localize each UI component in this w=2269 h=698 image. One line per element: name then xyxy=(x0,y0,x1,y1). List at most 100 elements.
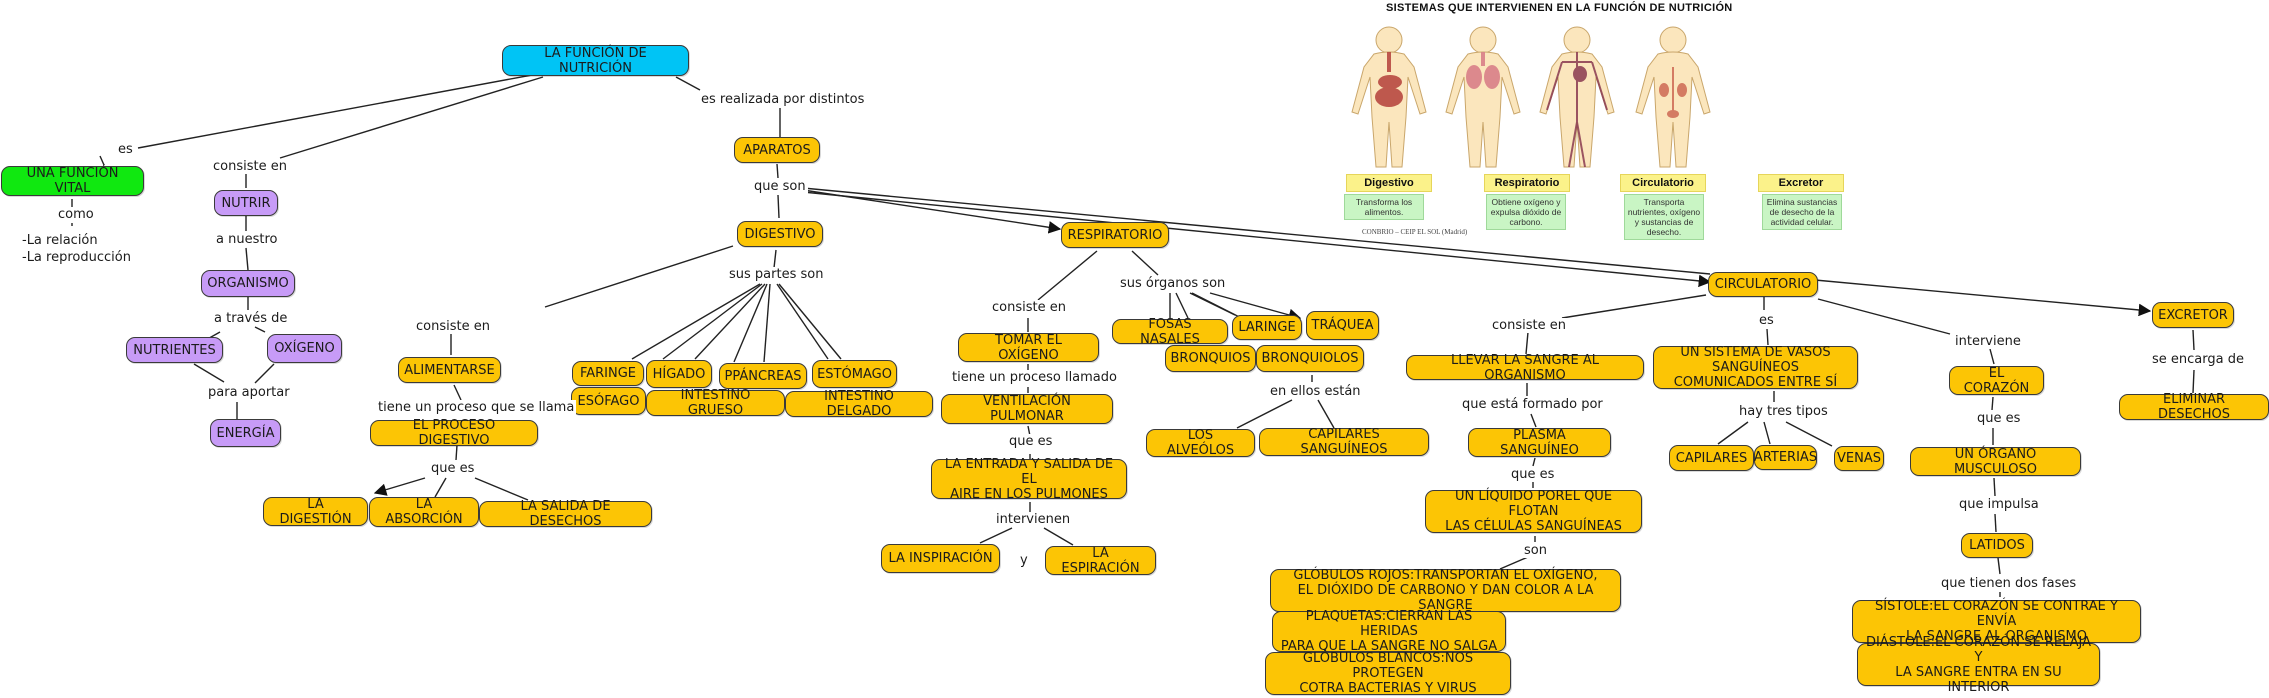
concept-entrada-salida-aire[interactable]: LA ENTRADA Y SALIDA DE EL AIRE EN LOS PU… xyxy=(931,457,1127,502)
concept-digestivo[interactable]: DIGESTIVO xyxy=(737,221,823,247)
concept-intestino-grueso[interactable]: INTESTINO GRUESO xyxy=(646,388,785,418)
concept-sistole[interactable]: SÍSTOLE:EL CORAZÓN SE CONTRAE Y ENVÍA LA… xyxy=(1852,599,2141,644)
connector xyxy=(1817,298,1951,335)
concept-nutrir[interactable]: NUTRIR xyxy=(214,190,278,216)
concept-oxigeno[interactable]: OXÍGENO xyxy=(267,334,342,363)
concept-sistema-vasos[interactable]: UN SISTEMA DE VASOS SANGUÍNEOS COMUNICAD… xyxy=(1653,345,1858,390)
concept-globulos-blancos[interactable]: GLÓBULOS BLANCOS:NOS PROTEGEN COTRA BACT… xyxy=(1265,651,1511,696)
concept-alimentarse[interactable]: ALIMENTARSE xyxy=(398,357,501,383)
concept-capilares[interactable]: CAPILARES xyxy=(1669,445,1754,471)
link-label: consiste en xyxy=(990,300,1068,315)
link-label: para aportar xyxy=(206,385,292,400)
concept-proceso-digestivo[interactable]: EL PROCESO DIGESTIVO xyxy=(370,418,538,448)
concept-plasma[interactable]: PLASMA SANGUÍNEO xyxy=(1468,428,1611,458)
concept-root[interactable]: LA FUNCIÓN DE NUTRICIÓN xyxy=(502,45,689,76)
concept-diastole[interactable]: DIÁSTOLE:EL CORAZÓN SE RELAJA Y LA SANGR… xyxy=(1857,635,2100,695)
concept-tomar-oxigeno[interactable]: TOMAR EL OXÍGENO xyxy=(958,333,1099,363)
system-name-respiratorio: Respiratorio xyxy=(1484,174,1570,192)
connector xyxy=(1994,513,1997,533)
concept-ventilacion-pulmonar[interactable]: VENTILACIÓN PULMONAR xyxy=(941,394,1113,424)
link-label: como xyxy=(56,207,96,222)
concept-aparatos[interactable]: APARATOS xyxy=(734,137,820,163)
lungs xyxy=(1466,52,1500,89)
concept-bronquiolos[interactable]: BRONQUIOLOS xyxy=(1256,345,1364,372)
connector xyxy=(474,477,529,501)
connector xyxy=(434,477,447,498)
concept-arterias[interactable]: ARTERIAS xyxy=(1754,445,1817,470)
concept-salida-desechos[interactable]: LA SALIDA DE DESECHOS xyxy=(479,499,652,529)
digestive-body-figure xyxy=(1351,26,1427,168)
concept-inspiracion[interactable]: LA INSPIRACIÓN xyxy=(881,544,1000,573)
concept-estomago[interactable]: ESTÓMAGO xyxy=(812,360,897,388)
link-label: que es xyxy=(1007,434,1055,449)
concept-faringe[interactable]: FARINGE xyxy=(572,361,644,386)
link-label: es realizada por distintos xyxy=(699,92,867,107)
concept-corazon[interactable]: EL CORAZÓN xyxy=(1949,366,2044,396)
connector xyxy=(733,283,768,363)
connector xyxy=(1317,399,1335,429)
concept-laringe[interactable]: LARINGE xyxy=(1232,315,1302,340)
connector xyxy=(279,76,544,159)
concept-nutrientes[interactable]: NUTRIENTES xyxy=(126,337,223,363)
concept-esofago[interactable]: ESÓFAGO xyxy=(571,387,646,415)
concept-excretor[interactable]: EXCRETOR xyxy=(2152,302,2234,328)
link-label: consiste en xyxy=(1490,318,1568,333)
concept-eliminar-desechos[interactable]: ELIMINAR DESECHOS xyxy=(2119,392,2269,422)
concept-higado[interactable]: HÍGADO xyxy=(646,360,712,388)
concept-venas[interactable]: VENAS xyxy=(1834,446,1884,471)
link-label: tiene un proceso llamado xyxy=(950,370,1119,385)
respiratory-body-figure xyxy=(1445,26,1521,168)
link-label: hay tres tipos xyxy=(1737,404,1830,419)
concept-intestino-delgado[interactable]: INTESTINO DELGADO xyxy=(785,389,933,419)
concept-alveolos[interactable]: LOS ALVEÓLOS xyxy=(1146,428,1255,458)
connector xyxy=(1175,292,1189,319)
connector xyxy=(675,76,701,91)
concept-capilares-sanguineos[interactable]: CAPILARES SANGUÍNEOS xyxy=(1259,427,1429,457)
concept-una-funcion-vital[interactable]: UNA FUNCIÓN VITAL xyxy=(1,166,144,196)
concept-plaquetas[interactable]: PLAQUETAS:CIERRAN LAS HERIDAS PARA QUE L… xyxy=(1272,609,1506,654)
link-label: se encarga de xyxy=(2150,352,2246,367)
connector xyxy=(1236,399,1293,429)
link-label: es xyxy=(116,142,135,157)
connector xyxy=(1766,328,1769,346)
connector xyxy=(662,283,763,360)
concept-energia[interactable]: ENERGÍA xyxy=(210,419,281,447)
connector xyxy=(1814,279,2152,317)
connector xyxy=(1763,421,1771,445)
concept-bronquios[interactable]: BRONQUIOS xyxy=(1165,345,1256,372)
link-label: y xyxy=(1018,553,1030,568)
link-label: que impulsa xyxy=(1957,497,2041,512)
connector xyxy=(777,194,780,219)
connector xyxy=(137,74,533,149)
concept-circulatorio[interactable]: CIRCULATORIO xyxy=(1708,272,1818,297)
concept-pancreas[interactable]: PPÁNCREAS xyxy=(719,363,807,389)
link-label: son xyxy=(1522,543,1549,558)
concept-la-absorcion[interactable]: LA ABSORCIÓN xyxy=(369,497,479,527)
concept-globulos-rojos[interactable]: GLÓBULOS ROJOS:TRANSPORTAN EL OXÍGENO, E… xyxy=(1270,568,1621,613)
concept-traquea[interactable]: TRÁQUEA xyxy=(1306,311,1379,340)
connector xyxy=(245,247,249,271)
connector xyxy=(99,155,105,166)
system-name-digestivo: Digestivo xyxy=(1346,174,1432,192)
system-desc-excretor: Elimina sustancias de desecho de la acti… xyxy=(1762,194,1842,230)
link-label: es xyxy=(1757,313,1776,328)
concept-llevar-sangre[interactable]: LLEVAR LA SANGRE AL ORGANISMO xyxy=(1406,353,1644,383)
connector xyxy=(2192,369,2195,394)
concept-liquido[interactable]: UN LÍQUIDO POREL QUE FLOTAN LAS CÉLULAS … xyxy=(1425,489,1642,534)
concept-la-digestion[interactable]: LA DIGESTIÓN xyxy=(263,497,368,527)
concept-respiratorio[interactable]: RESPIRATORIO xyxy=(1061,222,1169,248)
link-label: que es xyxy=(1975,411,2023,426)
image-credit: CONBRIO – CEIP EL SOL (Madrid) xyxy=(1362,228,1468,236)
concept-fosas-nasales[interactable]: FOSAS NASALES xyxy=(1112,317,1228,347)
connector xyxy=(254,326,266,333)
link-label: en ellos están xyxy=(1268,384,1363,399)
concept-organo-musculoso[interactable]: UN ÓRGANO MUSCULOSO xyxy=(1910,447,2081,477)
connector xyxy=(1043,527,1074,546)
connector xyxy=(1717,421,1749,445)
panel-title: SISTEMAS QUE INTERVIENEN EN LA FUNCIÓN D… xyxy=(1386,2,1733,14)
concept-espiracion[interactable]: LA ESPIRACIÓN xyxy=(1045,546,1156,576)
connector xyxy=(631,283,761,360)
connector xyxy=(778,283,842,360)
concept-organismo[interactable]: ORGANISMO xyxy=(201,270,295,297)
concept-latidos[interactable]: LATIDOS xyxy=(1961,533,2033,558)
